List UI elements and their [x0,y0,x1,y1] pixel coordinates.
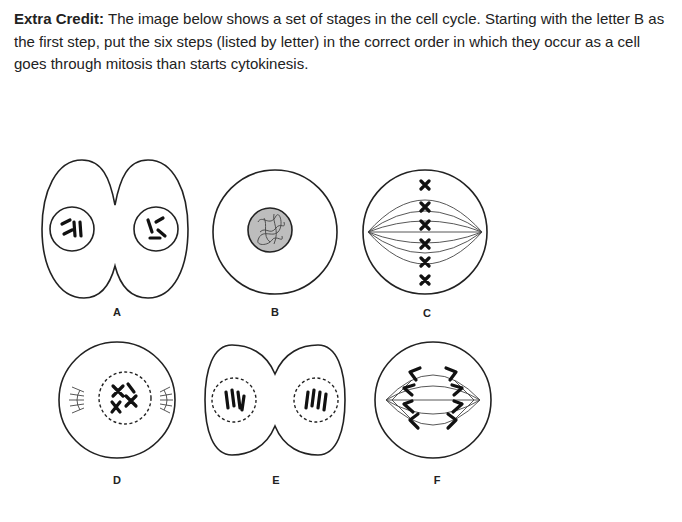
cell-telophase [205,345,345,455]
cell-stroke [306,390,326,410]
cell-stroke [446,368,462,428]
cell-stroke [248,208,292,252]
stage-letter: E [272,474,279,486]
cell-stroke [160,387,173,413]
cell-stroke [226,390,244,410]
cell-stroke [258,214,285,245]
cell-interphase [213,170,337,294]
cell-stroke [148,218,165,238]
cell-stroke [112,384,136,412]
prompt-text: The image below shows a set of stages in… [14,10,664,72]
cell-prophase [59,342,175,458]
stage-letter: B [271,306,279,318]
cell-stroke [212,378,256,422]
cell-stroke [404,368,420,428]
cell-stroke [421,181,429,284]
cell-stroke [294,378,338,422]
stage-letter: C [423,307,431,319]
cell-metaphase [363,170,487,294]
cell-stroke [386,375,480,425]
cell-stroke [50,207,94,251]
stage-letter: D [113,474,121,486]
cell-stroke [375,342,491,458]
cell-stroke [205,345,345,455]
cell-stroke [368,200,482,264]
stage-letter: F [434,474,441,486]
cell-stroke [59,342,175,458]
cell-stroke [69,387,84,413]
prompt-paragraph: Extra Credit:The image below shows a set… [14,8,676,76]
cell-stroke [363,170,487,294]
cell-stroke [42,160,188,298]
cell-stroke [62,220,81,236]
cell-cytokinesis [42,160,188,298]
prompt-title: Extra Credit: [14,10,104,27]
cell-anaphase [375,342,491,458]
cell-stroke [213,170,337,294]
stage-letter: A [113,306,121,318]
cell-stroke [99,372,151,424]
cell-stroke [134,207,178,251]
